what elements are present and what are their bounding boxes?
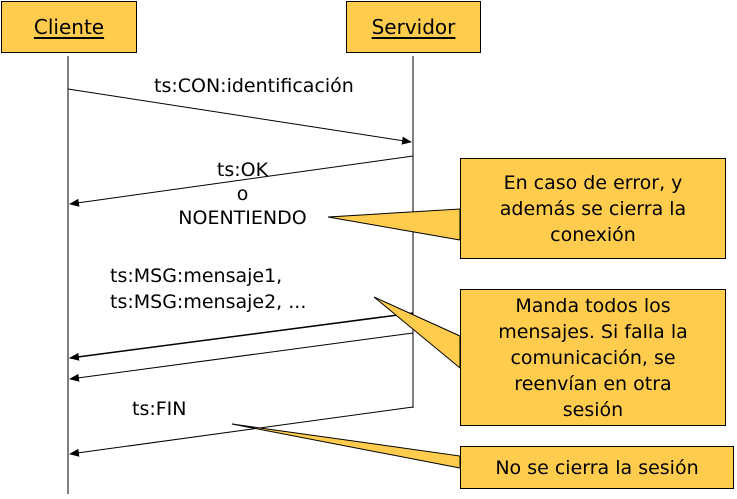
message-ok-line: ts:OK [216,159,269,181]
note-error-line: En caso de error, y [503,171,683,194]
note-error: En caso de error, y además se cierra la … [460,158,726,259]
note-messages-line: sesión [562,398,624,421]
note-fin: No se cierra la sesión [460,446,734,489]
note-messages: Manda todos los mensajes. Si falla la co… [460,289,726,426]
message-noentiendo-line: NOENTIENDO [178,207,307,229]
message-fin-label: ts:FIN [132,398,187,420]
message-msg2-line: ts:MSG:mensaje2, ... [110,291,307,313]
server-actor-label: Servidor [371,15,456,39]
note-messages-line: mensajes. Si falla la [498,320,688,343]
note-error-line: además se cierra la [499,197,687,220]
arrow-connect [67,88,412,145]
message-msg1-line: ts:MSG:mensaje1, [110,265,283,287]
note-messages-line: reenvían en otra [514,372,672,395]
note-messages-line: Manda todos los [515,294,671,317]
server-actor-box: Servidor [346,1,481,53]
callout-pointer-error [327,208,461,241]
arrow-fin [69,406,414,457]
callout-pointer-fin [231,423,461,469]
arrow-msg1 [69,312,414,361]
callout-pointer-messages [373,296,461,370]
note-fin-line: No se cierra la sesión [495,456,699,479]
note-error-line: conexión [550,223,636,246]
message-or-line: o [236,183,249,205]
client-actor-label: Cliente [33,15,105,39]
arrow-ok [69,155,414,207]
message-connect-label: ts:CON:identificación [154,75,354,97]
note-messages-line: comunicación, se [510,346,676,369]
arrow-msg2 [69,332,414,382]
message-ok-label: ts:OK o NOENTIENDO [160,158,325,230]
message-msg-label: ts:MSG:mensaje1, ts:MSG:mensaje2, ... [110,263,306,315]
client-actor-box: Cliente [1,1,137,53]
